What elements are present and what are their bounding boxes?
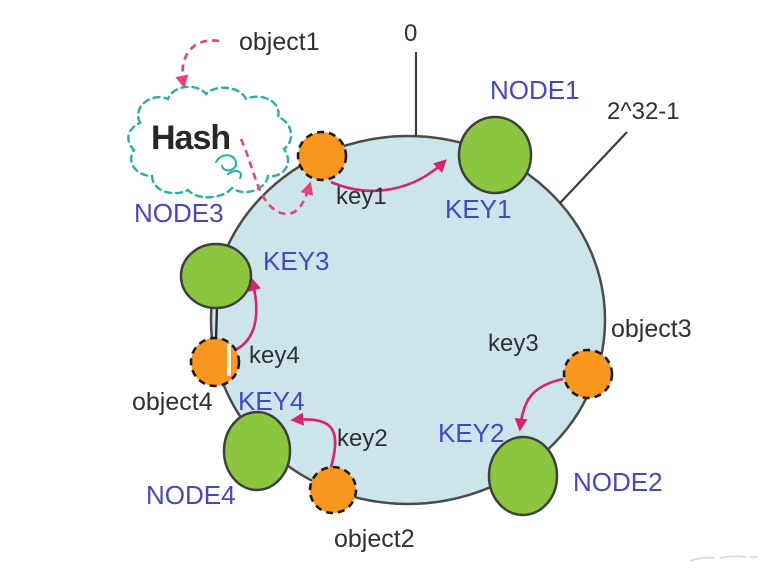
label-object4: object4 [132,388,213,416]
label-object1: object1 [239,28,320,56]
node1-circle [457,115,533,195]
ring-start-label: 0 [404,20,418,47]
label-object3: object3 [611,315,692,343]
cursor-artifact [227,344,231,376]
object3-marker [562,348,614,400]
hash-cloud-icon [127,85,293,199]
object1-to-hash-arrow [175,39,220,89]
label-node2: NODE2 [573,467,663,497]
watermark-squiggle [689,555,758,562]
label-node1: NODE1 [490,75,580,105]
object2-marker [308,465,358,515]
label-node3: NODE3 [134,198,224,228]
label-hash: Hash [151,119,231,157]
key4-arrow [234,277,261,352]
ring-end-label: 2^32-1 [607,98,680,125]
label-key1: key1 [336,183,387,210]
cloud-scribble-icon [215,154,238,172]
hash-to-ring-arrow [239,138,314,216]
node3-object4-connector [214,305,219,341]
label-key2: key2 [337,425,388,452]
node3-circle [179,242,253,310]
cloud-scribble2-icon [227,170,242,179]
label-node4: NODE4 [146,480,236,510]
ring-end-tick [559,131,628,204]
hash-ring [209,134,607,506]
node2-circle [487,435,559,517]
node4-circle [222,410,292,492]
key3-arrow [514,377,564,432]
key2-arrow [290,412,337,468]
label-key2-upper: KEY2 [438,418,505,448]
label-object2: object2 [334,525,415,553]
object4-marker [189,336,241,388]
object1-marker [296,130,348,182]
label-key4-upper: KEY4 [238,386,305,416]
label-key4: key4 [249,342,300,369]
label-key1-upper: KEY1 [445,194,512,224]
key1-arrow [330,159,447,193]
label-key3-upper: KEY3 [263,246,330,276]
label-key3: key3 [488,330,539,357]
